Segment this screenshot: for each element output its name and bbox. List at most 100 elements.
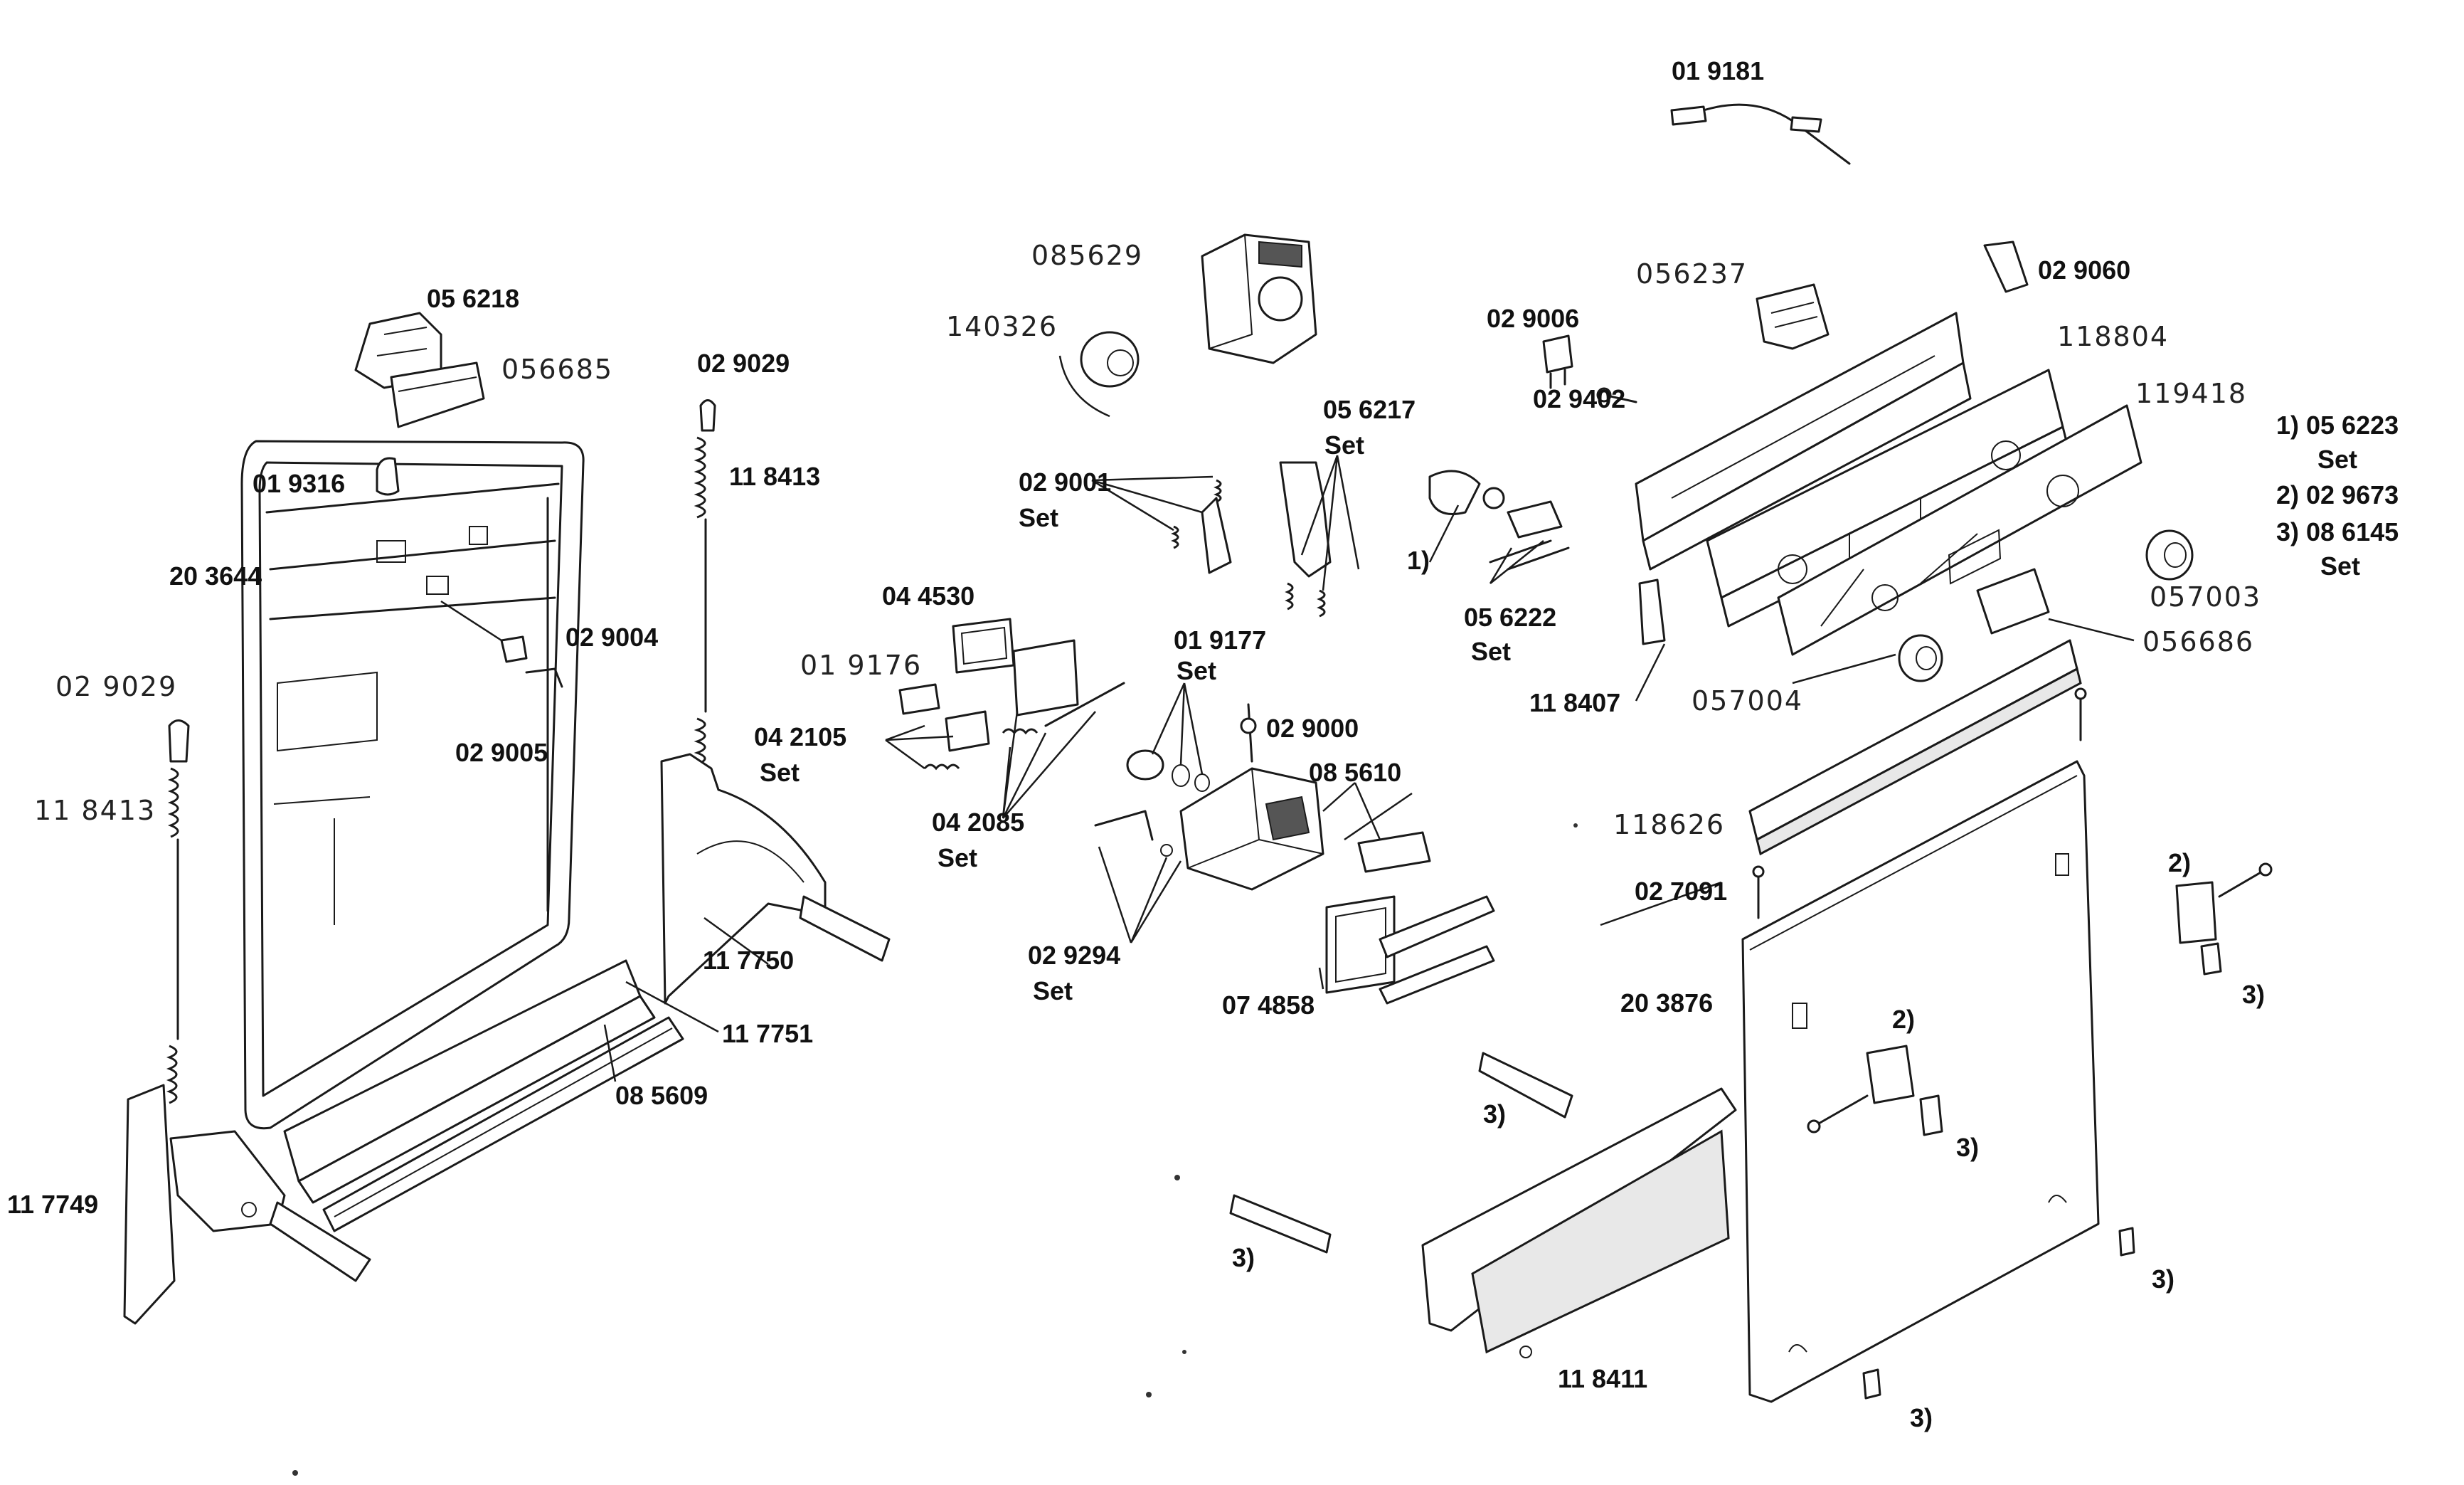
label-029006: 02 9006 xyxy=(1487,304,1579,333)
part-119418-fascia[interactable] xyxy=(1777,404,2142,656)
part-085629-timer[interactable] xyxy=(1201,233,1317,364)
part-118807-panel-back[interactable] xyxy=(1635,312,1972,571)
part-029294-set[interactable] xyxy=(1094,810,1182,944)
part-042105-buttons[interactable] xyxy=(885,639,1125,819)
part-044530-frame[interactable] xyxy=(952,618,1015,674)
label-029294: 02 9294 xyxy=(1028,941,1120,970)
label-057003: 057003 xyxy=(2150,581,2261,613)
part-029029-spring-left[interactable] xyxy=(166,719,190,1104)
part-019176-button[interactable] xyxy=(898,683,940,715)
label-056685: 056685 xyxy=(501,354,613,385)
part-057004-knob[interactable] xyxy=(1898,634,1943,682)
label-marker1-left: 1) xyxy=(1407,546,1430,575)
part-117749-hinge[interactable] xyxy=(123,1084,371,1325)
label-042105-set: Set xyxy=(760,758,800,787)
parts-legend: 1) 05 6223 Set 2) 02 9673 3) 08 6145 Set xyxy=(2276,411,2399,581)
label-marker2-a: 2) xyxy=(2168,848,2191,877)
label-029001-set: Set xyxy=(1019,503,1058,532)
label-029294-set: Set xyxy=(1033,976,1073,1005)
label-118626: 118626 xyxy=(1613,809,1725,840)
label-marker3-c: 3) xyxy=(1956,1133,1979,1162)
label-056217: 05 6217 xyxy=(1323,395,1416,424)
label-042105: 04 2105 xyxy=(754,722,846,751)
part-029673-hinge-right[interactable] xyxy=(2175,862,2273,944)
part-029005-wire[interactable] xyxy=(525,667,563,688)
part-056223-selector[interactable] xyxy=(1428,470,1505,563)
label-085629: 085629 xyxy=(1031,240,1143,271)
label-119418: 119418 xyxy=(2135,378,2247,409)
part-056217-set[interactable] xyxy=(1279,455,1360,618)
label-019176: 01 9176 xyxy=(800,650,922,681)
label-085610: 08 5610 xyxy=(1309,758,1401,787)
part-056237-bracket[interactable] xyxy=(1756,283,1830,350)
part-019177-set[interactable] xyxy=(1126,682,1210,792)
label-019181: 01 9181 xyxy=(1672,56,1764,85)
label-029000: 02 9000 xyxy=(1266,714,1359,743)
label-118804: 118804 xyxy=(2057,321,2169,352)
label-042085-set: Set xyxy=(938,843,977,872)
part-086145-clips[interactable] xyxy=(1862,942,2222,1400)
part-056686-handle[interactable] xyxy=(1976,568,2050,635)
part-029673-hinge-mid[interactable] xyxy=(1807,1045,1915,1133)
part-comb-strips[interactable] xyxy=(1229,1052,1573,1254)
part-118626-trim[interactable] xyxy=(1748,639,2082,856)
label-140326: 140326 xyxy=(946,311,1058,342)
part-029000-screw[interactable] xyxy=(1240,703,1257,763)
label-019177: 01 9177 xyxy=(1174,625,1266,655)
label-056222-set: Set xyxy=(1471,637,1511,666)
part-029004-clip[interactable] xyxy=(440,600,528,663)
legend-line1-set: Set xyxy=(2317,445,2357,474)
label-118407: 11 8407 xyxy=(1529,688,1620,717)
label-118413-top: 11 8413 xyxy=(729,462,820,491)
legend-line1: 1) 05 6223 xyxy=(2276,411,2399,440)
label-203644: 20 3644 xyxy=(169,561,262,591)
label-marker3-b: 3) xyxy=(1232,1243,1255,1272)
part-118411-kickplate[interactable] xyxy=(1421,1087,1737,1358)
label-029004: 02 9004 xyxy=(565,623,658,652)
part-057003-knob[interactable] xyxy=(2145,529,2194,581)
part-019181-cable[interactable] xyxy=(1670,103,1851,165)
part-118407-hook[interactable] xyxy=(1638,578,1666,645)
label-118413-left: 11 8413 xyxy=(34,795,156,826)
label-019177-set: Set xyxy=(1177,656,1216,685)
part-118804-panel[interactable] xyxy=(1706,369,2071,628)
part-029001-set[interactable] xyxy=(1091,475,1232,574)
label-027091: 02 7091 xyxy=(1635,877,1727,906)
label-marker3-e: 3) xyxy=(2152,1264,2174,1294)
part-029060-clip[interactable] xyxy=(1983,241,2029,293)
label-056217-set: Set xyxy=(1324,430,1364,460)
label-056218: 05 6218 xyxy=(427,284,519,313)
label-029029-left: 02 9029 xyxy=(55,671,177,702)
label-marker3-d: 3) xyxy=(2242,980,2265,1009)
part-117750-arm[interactable] xyxy=(660,753,891,1005)
label-marker2-b: 2) xyxy=(1892,1005,1915,1034)
part-029402-pin[interactable] xyxy=(1596,387,1637,403)
part-029029-spring-mid[interactable] xyxy=(694,399,716,777)
part-027091-screw[interactable] xyxy=(1752,687,2087,919)
part-056222-set[interactable] xyxy=(1489,500,1570,584)
label-057004: 057004 xyxy=(1692,685,1803,717)
label-074858: 07 4858 xyxy=(1222,990,1315,1020)
part-085610-control-block[interactable] xyxy=(1179,767,1431,891)
label-117750: 11 7750 xyxy=(703,946,794,975)
part-074858-gasket[interactable] xyxy=(1318,895,1396,994)
part-019316-clip[interactable] xyxy=(376,457,400,496)
label-056686: 056686 xyxy=(2142,626,2254,657)
label-203876: 20 3876 xyxy=(1620,988,1713,1018)
label-marker3-a: 3) xyxy=(1483,1099,1506,1129)
label-085609: 08 5609 xyxy=(615,1081,708,1110)
part-085609-gasket[interactable] xyxy=(322,1016,684,1232)
part-117751-strip[interactable] xyxy=(283,959,656,1204)
label-029060: 02 9060 xyxy=(2038,255,2130,285)
part-029006-switch[interactable] xyxy=(1542,334,1573,389)
label-029029-top: 02 9029 xyxy=(697,349,790,378)
part-140326-knob[interactable] xyxy=(1058,331,1140,418)
part-056685-housing[interactable] xyxy=(390,361,485,428)
label-044530: 04 4530 xyxy=(882,581,975,611)
inner-door-frame-part[interactable] xyxy=(240,440,585,1130)
part-203876-outer-panel[interactable] xyxy=(1741,760,2100,1403)
label-029001: 02 9001 xyxy=(1019,467,1111,497)
part-brackets-mid[interactable] xyxy=(1379,895,1495,1005)
label-029402: 02 9402 xyxy=(1533,384,1625,413)
